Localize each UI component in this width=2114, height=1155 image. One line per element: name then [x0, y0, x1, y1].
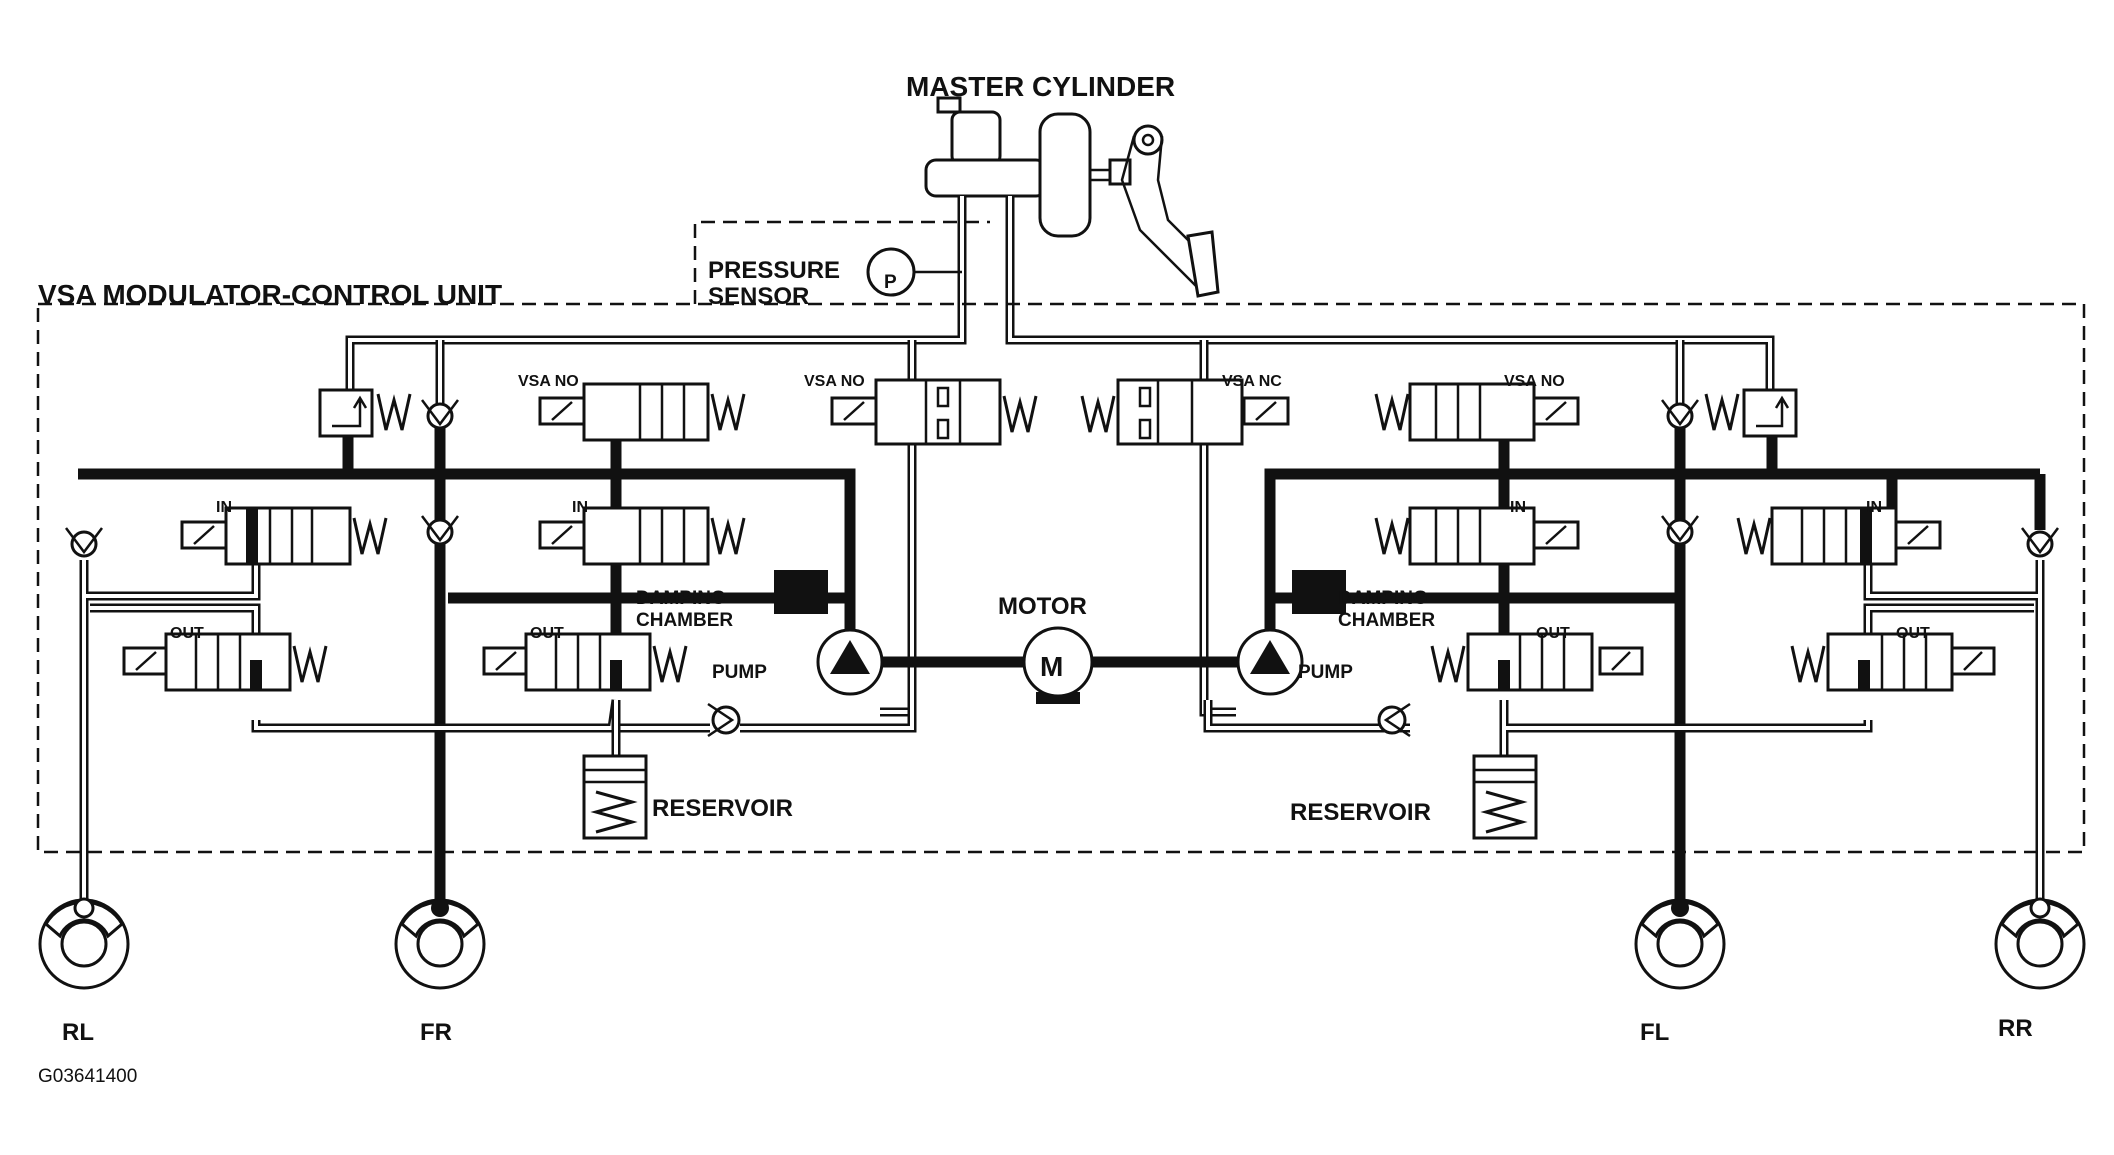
check-valve-fr-top: [421, 399, 459, 430]
brake-pedal: [1120, 124, 1220, 298]
pump-label-left: PUMP: [712, 662, 767, 683]
pressure-sensor-label-2: SENSOR: [708, 283, 809, 310]
damping-label-right-1: DAMPING: [1338, 588, 1428, 609]
wheel-brake-fr: [394, 898, 486, 990]
master-cylinder-label: MASTER CYLINDER: [906, 71, 1175, 102]
damping-chamber-left: DAMPING CHAMBER: [636, 570, 828, 631]
pressure-sensor-label-1: PRESSURE: [708, 257, 840, 284]
label-in-rr: IN: [1866, 499, 1882, 516]
wheel-brake-fl: [1634, 898, 1726, 990]
wheel-brake-rr: [1994, 897, 2086, 990]
reservoir-left: RESERVOIR: [582, 754, 793, 840]
modulator-unit-boundary: [36, 302, 2086, 854]
pump-left: PUMP: [712, 628, 884, 696]
valve-out-rr: OUT: [1790, 625, 1996, 692]
label-out-fl: OUT: [1536, 625, 1570, 642]
unit-label: VSA MODULATOR-CONTROL UNIT: [38, 279, 502, 310]
label-vsa-nc-center: VSA NC: [1222, 373, 1282, 390]
label-vsa-no-fr: VSA NO: [518, 373, 579, 390]
return-pipes: [79, 540, 2045, 908]
valve-out-fr: OUT: [482, 625, 688, 692]
label-in-fr: IN: [572, 499, 588, 516]
pressure-sensor: P: [693, 220, 990, 304]
check-valve-fl-top: [1661, 399, 1699, 430]
figure-id: G03641400: [38, 1066, 137, 1087]
label-in-fl: IN: [1510, 499, 1526, 516]
label-vsa-no-fl: VSA NO: [1504, 373, 1565, 390]
reservoir-right: RESERVOIR: [1290, 754, 1538, 840]
wheel-brake-rl: [38, 897, 130, 990]
damping-label-left-1: DAMPING: [636, 588, 726, 609]
valve-out-fl: OUT: [1430, 625, 1644, 692]
pump-right: PUMP: [1236, 628, 1353, 696]
pressure-symbol: P: [884, 272, 897, 293]
label-vsa-no-center: VSA NO: [804, 373, 865, 390]
label-out-fr: OUT: [530, 625, 564, 642]
wheel-label-fl: FL: [1640, 1019, 1669, 1046]
damping-label-right-2: CHAMBER: [1338, 610, 1435, 631]
master-cylinder: [924, 96, 1132, 238]
check-valve-fr-mid: [421, 515, 459, 546]
check-valve-pump-right: [1377, 702, 1411, 738]
wheel-label-fr: FR: [420, 1019, 452, 1046]
label-out-rr: OUT: [1896, 625, 1930, 642]
valve-in-rl: IN: [180, 499, 388, 566]
wheel-label-rl: RL: [62, 1019, 94, 1046]
check-valve-rr: [2021, 527, 2059, 558]
valve-out-rl: OUT: [122, 625, 328, 692]
label-in-rl: IN: [216, 499, 232, 516]
valve-vsa-no-fl: VSA NO: [1374, 373, 1580, 442]
label-out-rl: OUT: [170, 625, 204, 642]
pump-label-right: PUMP: [1298, 662, 1353, 683]
reservoir-label-left: RESERVOIR: [652, 795, 793, 822]
motor: M MOTOR: [998, 593, 1094, 704]
motor-label: MOTOR: [998, 593, 1087, 620]
valve-vsa-nc-center-right: VSA NC: [1080, 373, 1290, 446]
reservoir-label-right: RESERVOIR: [1290, 799, 1431, 826]
check-valve-fl-mid: [1661, 515, 1699, 546]
damping-label-left-2: CHAMBER: [636, 610, 733, 631]
valve-in-fr: IN: [538, 499, 746, 566]
motor-symbol: M: [1040, 651, 1063, 682]
relief-valve-right: [1704, 388, 1798, 438]
valve-vsa-no-fr: VSA NO: [518, 373, 746, 442]
relief-valve-left: [318, 388, 412, 438]
check-valve-pump-left: [707, 702, 741, 738]
check-valve-rl: [65, 527, 103, 558]
valve-in-rr: IN: [1736, 499, 1942, 566]
damping-chamber-right: DAMPING CHAMBER: [1292, 570, 1435, 631]
valve-in-fl: IN: [1374, 499, 1580, 566]
valve-vsa-no-center-left: VSA NO: [804, 373, 1038, 446]
wheel-label-rr: RR: [1998, 1015, 2033, 1042]
